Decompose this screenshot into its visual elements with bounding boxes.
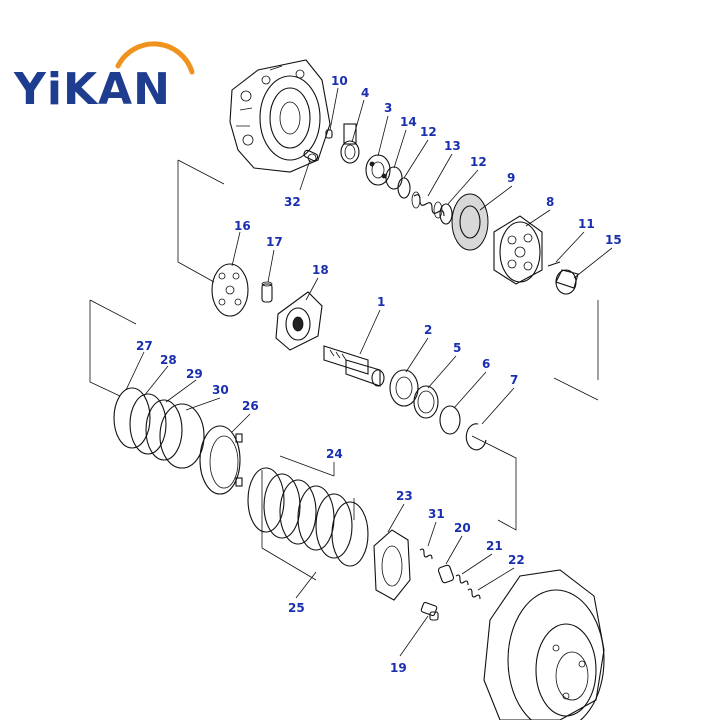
callout-6: 6 [482, 357, 490, 371]
callout-20: 20 [454, 521, 471, 535]
callout-21: 21 [486, 539, 503, 553]
part-26-retainer [199, 425, 243, 495]
callout-12-upper: 12 [420, 125, 437, 139]
motor-housing [229, 59, 331, 173]
callout-25: 25 [288, 601, 305, 615]
callout-2: 2 [424, 323, 432, 337]
part-1-shaft [323, 345, 385, 387]
callout-15: 15 [605, 233, 622, 247]
callout-31: 31 [428, 507, 445, 521]
part-31-spring [419, 548, 433, 560]
parts-27-30-rings [113, 387, 205, 469]
part-7-snap-ring [465, 423, 487, 451]
bottom-housing [483, 569, 605, 720]
brand-name: YiKAN [14, 64, 171, 115]
callout-30: 30 [212, 383, 229, 397]
part-15-cap [555, 269, 579, 295]
callout-18: 18 [312, 263, 329, 277]
brand-logo: YiKAN [14, 24, 204, 115]
callout-22: 22 [508, 553, 525, 567]
callout-29: 29 [186, 367, 203, 381]
callout-5: 5 [453, 341, 461, 355]
callout-4: 4 [361, 86, 369, 100]
part-6-ring [439, 405, 461, 435]
callout-32: 32 [284, 195, 301, 209]
part-4-bushing [340, 123, 360, 164]
logo-arc-icon [115, 41, 195, 75]
callout-9: 9 [507, 171, 515, 185]
part-8-cylinder-block [493, 215, 543, 285]
part-18-swash-plate [275, 291, 323, 351]
part-21-spring [455, 574, 469, 586]
callout-8: 8 [546, 195, 554, 209]
callout-10: 10 [331, 74, 348, 88]
part-2-bearing [389, 369, 419, 407]
part-17-piston [261, 281, 273, 303]
callout-16: 16 [234, 219, 251, 233]
callout-1: 1 [377, 295, 385, 309]
callout-7: 7 [510, 373, 518, 387]
parts-24-25-discs [247, 455, 369, 581]
part-20-plug [437, 564, 455, 584]
part-19-fitting [420, 601, 439, 621]
part-9-plate [451, 193, 489, 251]
part-16-valve-plate [211, 263, 249, 317]
callout-12-lower: 12 [470, 155, 487, 169]
callout-27: 27 [136, 339, 153, 353]
callout-3: 3 [384, 101, 392, 115]
part-12-ring-upper [397, 177, 411, 199]
part-23-plate [373, 529, 411, 601]
callout-24: 24 [326, 447, 343, 461]
callout-19: 19 [390, 661, 407, 675]
callout-17: 17 [266, 235, 283, 249]
part-13-spring [411, 191, 445, 219]
callout-26: 26 [242, 399, 259, 413]
callout-11: 11 [578, 217, 595, 231]
part-22-spring [467, 588, 481, 600]
part-12-ring-lower [439, 203, 453, 225]
part-11-pin [547, 261, 561, 267]
callout-23: 23 [396, 489, 413, 503]
leader-lines [125, 87, 613, 657]
guide-lines [89, 159, 599, 531]
part-5-ring [413, 385, 439, 419]
callout-labels: 10 4 3 14 12 13 12 9 8 11 15 32 16 17 18… [136, 74, 622, 675]
part-32-pin [303, 149, 319, 162]
callout-13: 13 [444, 139, 461, 153]
part-10-pin [325, 129, 333, 139]
callout-28: 28 [160, 353, 177, 367]
callout-14: 14 [400, 115, 417, 129]
